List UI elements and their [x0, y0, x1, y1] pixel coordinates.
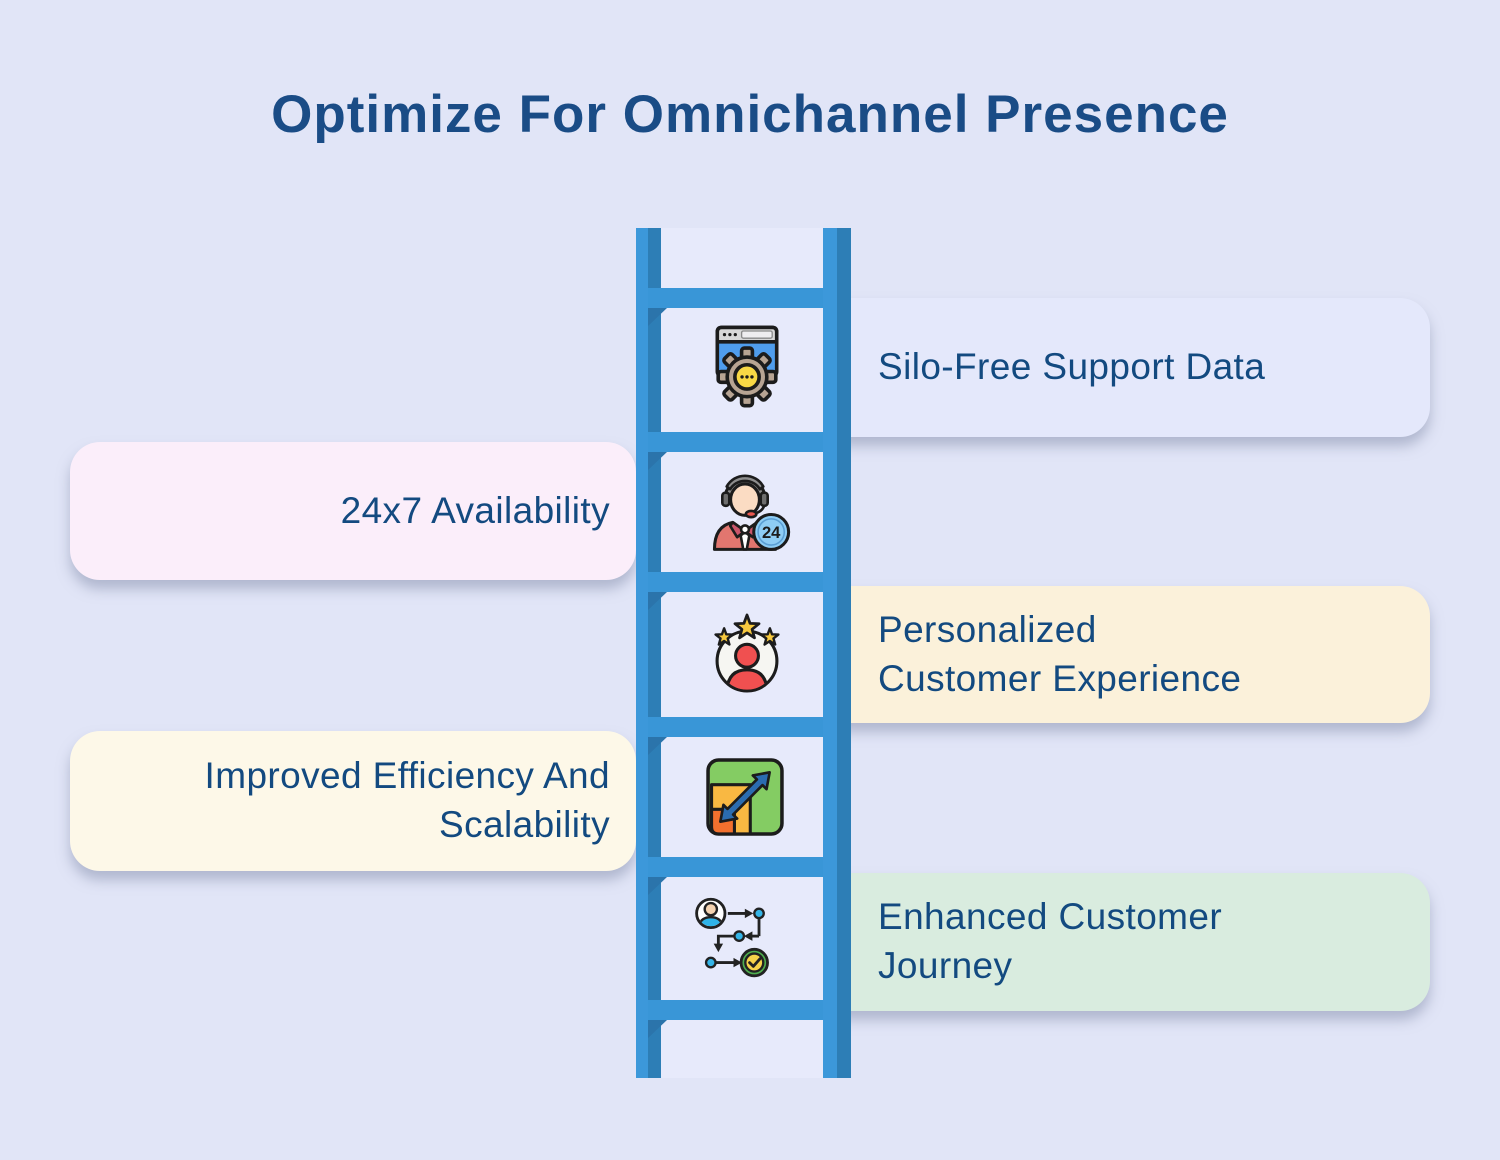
page-title: Optimize For Omnichannel Presence [271, 85, 1229, 144]
benefit-label: 24x7 Availability [340, 489, 610, 531]
benefit-label: Enhanced Customer Journey [878, 896, 1223, 986]
benefit-label: Personalized Customer Experience [878, 608, 1242, 699]
browser-gear-icon [715, 325, 779, 408]
benefit-card-personalized-customer-experience: Personalized Customer Experience [820, 586, 1430, 723]
benefit-label: Silo-Free Support Data [878, 346, 1266, 388]
benefit-card-silo-free-support-data: Silo-Free Support Data [820, 298, 1430, 437]
benefit-card-improved-efficiency-scalability: Improved Efficiency And Scalability [70, 731, 636, 871]
benefit-card-enhanced-customer-journey: Enhanced Customer Journey [820, 873, 1430, 1011]
customer-journey-icon [695, 897, 769, 978]
customer-rating-icon [714, 613, 780, 693]
benefit-card-24x7-availability: 24x7 Availability [70, 442, 636, 580]
benefit-label: Improved Efficiency And Scalability [204, 755, 610, 845]
scalability-icon [706, 758, 784, 836]
badge-24-text: 24 [762, 523, 781, 542]
support-agent-icon: 24 [712, 474, 791, 551]
